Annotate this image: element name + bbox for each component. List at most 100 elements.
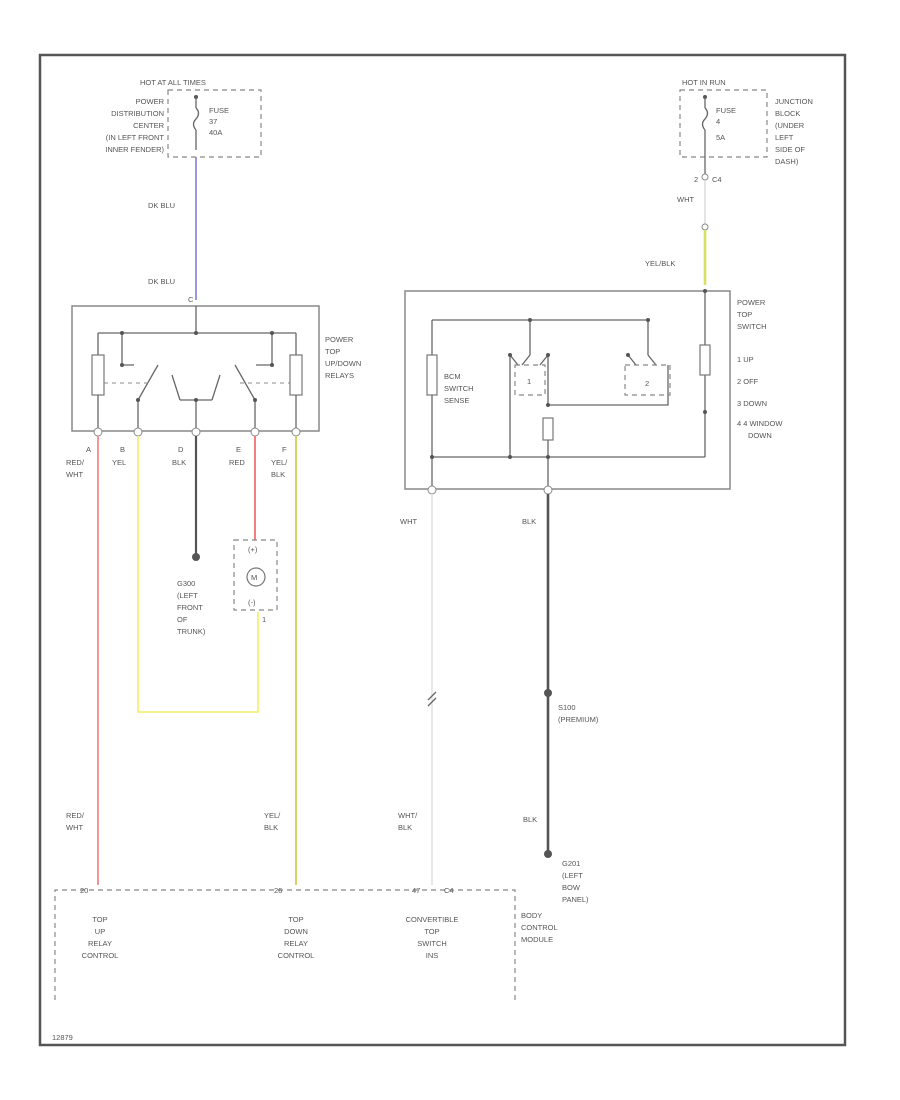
ground-right-node: [544, 850, 552, 858]
motor-top: (+): [248, 545, 258, 554]
svg-text:WHT: WHT: [66, 823, 83, 832]
relay-pin-a: [93, 427, 103, 437]
diagram-frame: [38, 53, 847, 1047]
relay-title: POWER TOP UP/DOWN RELAYS: [325, 335, 361, 380]
svg-text:(PREMIUM): (PREMIUM): [558, 715, 599, 724]
svg-text:CONTROL: CONTROL: [521, 923, 558, 932]
svg-text:BOW: BOW: [562, 883, 581, 892]
svg-text:BCM: BCM: [444, 372, 461, 381]
fuse-right-pin: 2: [694, 175, 698, 184]
wire-label-bottom-blk: BLK: [523, 815, 537, 824]
fuse-right-amps: 5A: [716, 133, 725, 142]
svg-text:S100: S100: [558, 703, 576, 712]
wire-label-relay-f: YEL/ BLK: [271, 458, 288, 479]
svg-text:POWER: POWER: [325, 335, 354, 344]
relay-pin-label-f: F: [282, 445, 287, 454]
svg-text:RELAY: RELAY: [88, 939, 112, 948]
wire-label-bottom-yel-blk: YEL/ BLK: [264, 811, 281, 832]
wire-label-bottom-red-wht: RED/ WHT: [66, 811, 85, 832]
fuse-left-fuse: FUSE: [209, 106, 229, 115]
fuse-right-location: JUNCTION BLOCK (UNDER LEFT SIDE OF DASH): [775, 97, 813, 166]
wire-label-relay-a: RED/ WHT: [66, 458, 85, 479]
wire-label-relay-e: RED: [229, 458, 245, 467]
relay-coil-left: [91, 354, 105, 396]
svg-text:DOWN: DOWN: [748, 431, 772, 440]
motor-box: [233, 539, 278, 611]
relay-pin-label-e: E: [236, 445, 241, 454]
fuse-right-hot-label: HOT IN RUN: [682, 78, 726, 87]
svg-text:SWITCH: SWITCH: [737, 322, 767, 331]
svg-text:FRONT: FRONT: [177, 603, 203, 612]
svg-text:RED/: RED/: [66, 458, 85, 467]
motor-pin: 1: [262, 615, 266, 624]
svg-text:TRUNK): TRUNK): [177, 627, 206, 636]
svg-text:YEL/: YEL/: [264, 811, 281, 820]
svg-text:1 UP: 1 UP: [737, 355, 754, 364]
wire-label-dk-blu-1: DK BLU: [148, 201, 175, 210]
svg-text:4 4 WINDOW: 4 4 WINDOW: [737, 419, 783, 428]
bcm-box: [54, 889, 516, 1000]
svg-text:INS: INS: [426, 951, 439, 960]
svg-text:OF: OF: [177, 615, 188, 624]
svg-text:BLK: BLK: [264, 823, 278, 832]
svg-text:CONTROL: CONTROL: [278, 951, 315, 960]
switch-pin-right: [543, 485, 553, 495]
fuse-right-conn: C4: [712, 175, 722, 184]
svg-text:SENSE: SENSE: [444, 396, 469, 405]
bcm-conn: C4: [444, 886, 454, 895]
footer-code: 12879: [52, 1033, 73, 1042]
svg-text:2 OFF: 2 OFF: [737, 377, 759, 386]
svg-text:INNER FENDER): INNER FENDER): [105, 145, 164, 154]
relay-pin-label-b: B: [120, 445, 125, 454]
svg-text:TOP: TOP: [92, 915, 107, 924]
wire-yel: [137, 436, 259, 713]
splice-node: [544, 689, 552, 697]
ground-left-node: [192, 553, 200, 561]
svg-text:DOWN: DOWN: [284, 927, 308, 936]
relay-pin-d: [191, 427, 201, 437]
svg-text:UP: UP: [95, 927, 105, 936]
fuse-left-number: 37: [209, 117, 217, 126]
svg-text:LEFT: LEFT: [775, 133, 794, 142]
relay-pin-top: C: [188, 295, 194, 304]
svg-text:(IN LEFT FRONT: (IN LEFT FRONT: [106, 133, 165, 142]
svg-text:RELAY: RELAY: [284, 939, 308, 948]
relay-pin-e: [250, 427, 260, 437]
switch-contact-2: 2: [645, 379, 649, 388]
fuse-left-hot-label: HOT AT ALL TIMES: [140, 78, 206, 87]
motor-symbol: [246, 567, 266, 587]
wire-label-switch-wht: WHT: [400, 517, 417, 526]
svg-text:DISTRIBUTION: DISTRIBUTION: [111, 109, 164, 118]
svg-text:BLK: BLK: [398, 823, 412, 832]
wire-label-bottom-wht-blk: WHT/ BLK: [398, 811, 418, 832]
svg-text:(LEFT: (LEFT: [562, 871, 583, 880]
wire-label-yel-blk-top: YEL/BLK: [645, 259, 675, 268]
bcm-pin-1: 20: [80, 886, 88, 895]
svg-text:MODULE: MODULE: [521, 935, 553, 944]
ground-right-label: G201 (LEFT BOW PANEL): [562, 859, 589, 904]
svg-text:RED/: RED/: [66, 811, 85, 820]
bcm-circuit-3: CONVERTIBLE TOP SWITCH INS: [406, 915, 459, 960]
svg-text:G300: G300: [177, 579, 195, 588]
svg-text:SIDE OF: SIDE OF: [775, 145, 805, 154]
svg-text:RELAYS: RELAYS: [325, 371, 354, 380]
splice-label: S100 (PREMIUM): [558, 703, 599, 724]
svg-text:POWER: POWER: [737, 298, 766, 307]
svg-text:(LEFT: (LEFT: [177, 591, 198, 600]
svg-text:BLK: BLK: [271, 470, 285, 479]
switch-pin-left: [427, 485, 437, 495]
switch-resistor-sense: [426, 354, 438, 396]
svg-text:POWER: POWER: [136, 97, 165, 106]
fuse-left-block: [167, 89, 262, 158]
switch-resistor-mid: [542, 417, 554, 441]
svg-text:PANEL): PANEL): [562, 895, 589, 904]
svg-text:YEL/: YEL/: [271, 458, 288, 467]
relay-pin-f: [291, 427, 301, 437]
fuse-right-fuse: FUSE: [716, 106, 736, 115]
relay-pin-label-d: D: [178, 445, 184, 454]
wire-label-wht-top: WHT: [677, 195, 694, 204]
svg-text:G201: G201: [562, 859, 580, 868]
bcm-pin-3: 47: [412, 886, 420, 895]
wire-label-dk-blu-2: DK BLU: [148, 277, 175, 286]
svg-text:TOP: TOP: [737, 310, 752, 319]
